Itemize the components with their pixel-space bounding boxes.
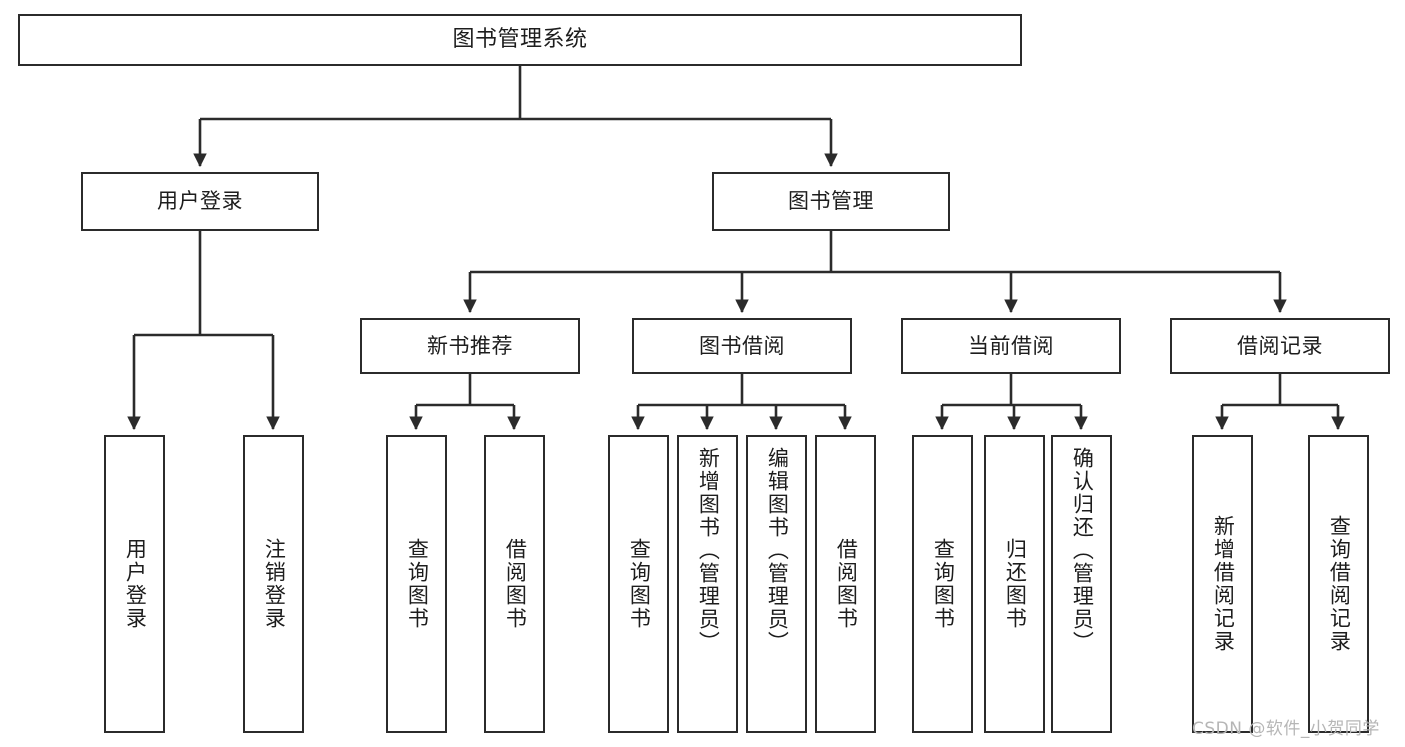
node-leaf-borrow-book-2-label: 借阅图书 <box>834 538 859 630</box>
node-borrow-record-label: 借阅记录 <box>1237 333 1323 358</box>
node-book-borrow[interactable]: 图书借阅 <box>632 318 852 374</box>
node-leaf-borrow-book-1[interactable]: 借阅图书 <box>484 435 545 733</box>
node-leaf-confirm-return-label: 确认归还（管理员） <box>1070 447 1095 654</box>
node-leaf-add-record[interactable]: 新增借阅记录 <box>1192 435 1253 733</box>
node-leaf-add-book[interactable]: 新增图书（管理员） <box>677 435 738 733</box>
node-leaf-logout-label: 注销登录 <box>262 538 287 630</box>
node-root-label: 图书管理系统 <box>452 27 588 53</box>
node-leaf-query-book-2-label: 查询图书 <box>627 538 652 630</box>
node-leaf-edit-book-label: 编辑图书（管理员） <box>765 447 790 654</box>
node-leaf-query-book-1[interactable]: 查询图书 <box>386 435 447 733</box>
node-leaf-borrow-book-1-label: 借阅图书 <box>503 538 528 630</box>
node-book-borrow-label: 图书借阅 <box>699 333 785 358</box>
node-book-manage-label: 图书管理 <box>788 189 874 214</box>
node-leaf-query-book-2[interactable]: 查询图书 <box>608 435 669 733</box>
node-borrow-record[interactable]: 借阅记录 <box>1170 318 1390 374</box>
node-leaf-query-book-3[interactable]: 查询图书 <box>912 435 973 733</box>
node-leaf-query-book-3-label: 查询图书 <box>931 538 956 630</box>
node-leaf-logout[interactable]: 注销登录 <box>243 435 304 733</box>
node-book-manage[interactable]: 图书管理 <box>712 172 950 231</box>
node-leaf-edit-book[interactable]: 编辑图书（管理员） <box>746 435 807 733</box>
node-leaf-return-book[interactable]: 归还图书 <box>984 435 1045 733</box>
node-leaf-add-book-label: 新增图书（管理员） <box>696 447 721 654</box>
csdn-watermark: CSDN @软件_小贺同学 <box>1192 719 1380 739</box>
node-leaf-user-login[interactable]: 用户登录 <box>104 435 165 733</box>
node-user-login-label: 用户登录 <box>157 189 243 214</box>
node-leaf-borrow-book-2[interactable]: 借阅图书 <box>815 435 876 733</box>
node-leaf-confirm-return[interactable]: 确认归还（管理员） <box>1051 435 1112 733</box>
node-root[interactable]: 图书管理系统 <box>18 14 1022 66</box>
node-new-book-rec[interactable]: 新书推荐 <box>360 318 580 374</box>
node-leaf-return-book-label: 归还图书 <box>1003 538 1028 630</box>
node-leaf-user-login-label: 用户登录 <box>123 538 148 630</box>
node-leaf-query-record-label: 查询借阅记录 <box>1327 515 1352 653</box>
node-leaf-add-record-label: 新增借阅记录 <box>1211 515 1236 653</box>
node-current-borrow[interactable]: 当前借阅 <box>901 318 1121 374</box>
node-user-login[interactable]: 用户登录 <box>81 172 319 231</box>
node-current-borrow-label: 当前借阅 <box>968 333 1054 358</box>
node-leaf-query-book-1-label: 查询图书 <box>405 538 430 630</box>
node-leaf-query-record[interactable]: 查询借阅记录 <box>1308 435 1369 733</box>
node-new-book-rec-label: 新书推荐 <box>427 333 513 358</box>
